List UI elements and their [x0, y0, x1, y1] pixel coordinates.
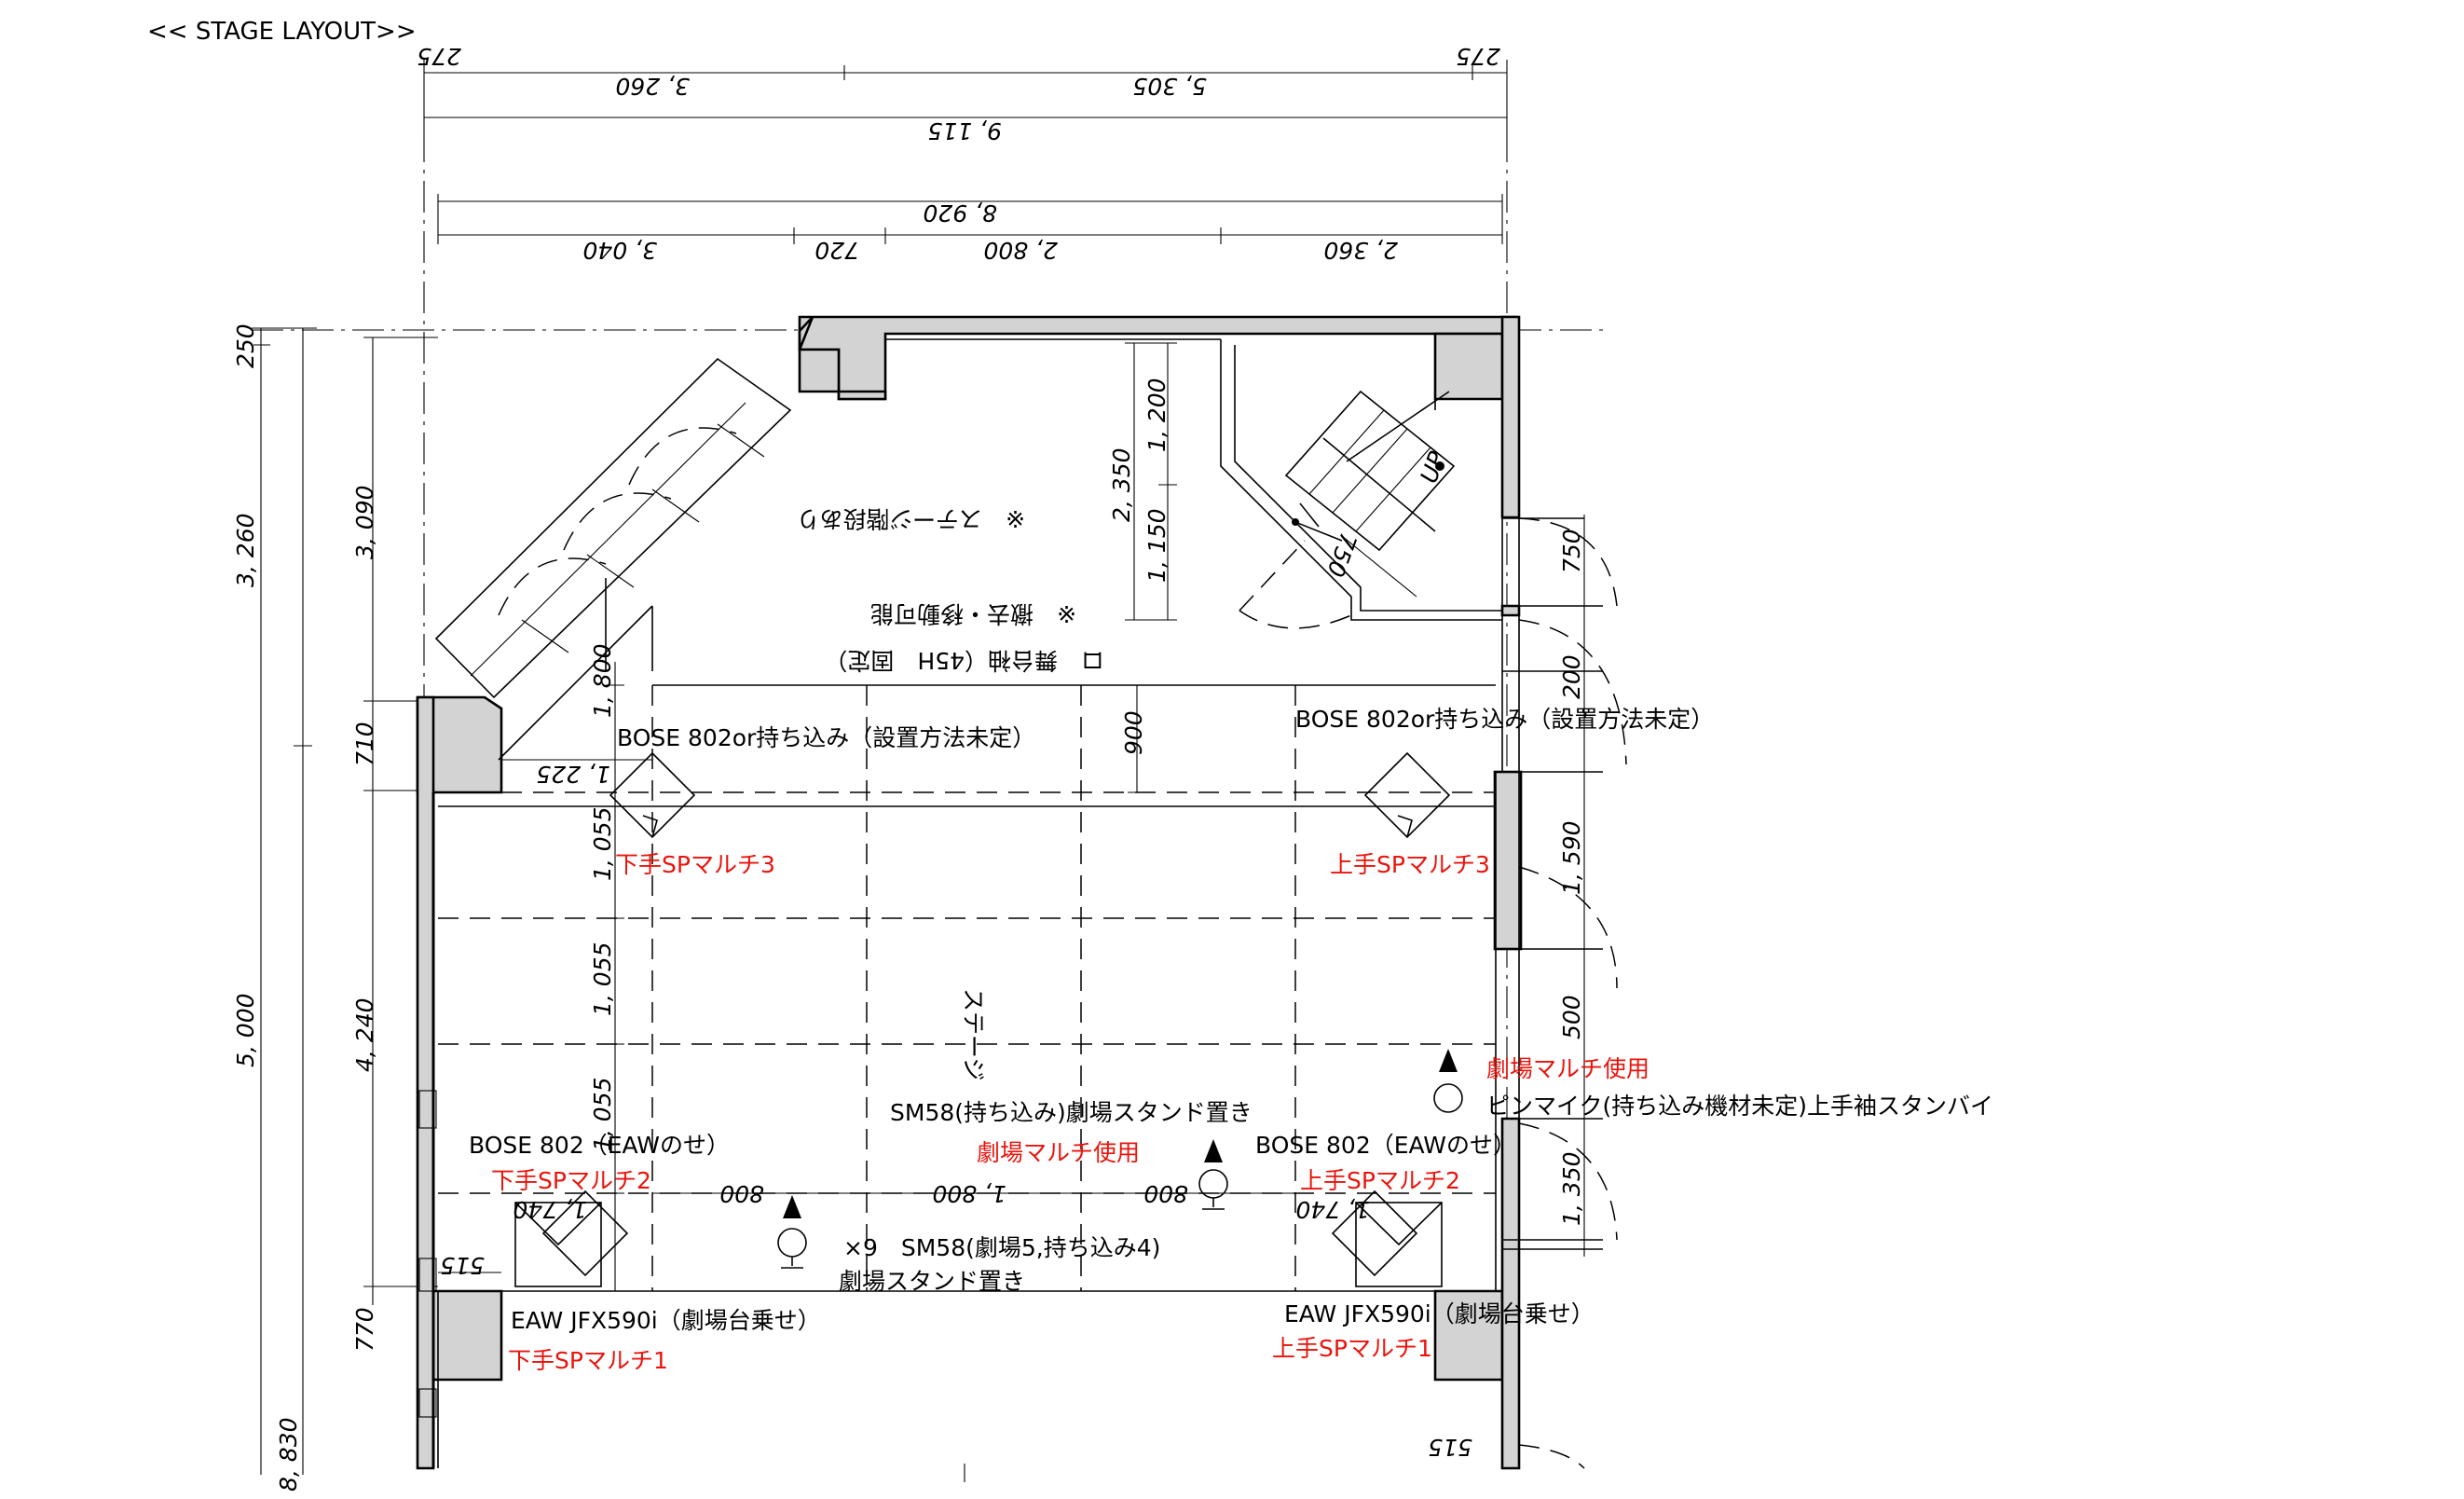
dim-stair-1150: 1, 150 [1143, 508, 1170, 583]
dim-in-1800: 1, 800 [589, 643, 616, 718]
stage-grid [438, 662, 1496, 1291]
dim-top-5305: 5, 305 [1132, 73, 1207, 100]
stage-notes: ※ ステージ階段あり ※ 撤去・移動可能 ロ 舞台袖（45H 固定） ステージ [797, 505, 1104, 1081]
dim-right-1590: 1, 590 [1558, 820, 1585, 895]
note-wing: ロ 舞台袖（45H 固定） [824, 647, 1104, 674]
dim-left-3090: 3, 090 [351, 485, 378, 559]
note-stage-stairs: ※ ステージ階段あり [797, 505, 1025, 532]
label-sm58-stand: 劇場スタンド置き [839, 1268, 1025, 1295]
label-sp-right-2: 上手SPマルチ2 [1300, 1167, 1460, 1194]
label-stage: ステージ [960, 988, 987, 1081]
dim-right-750: 750 [1558, 529, 1585, 573]
layout-title: << STAGE LAYOUT>> [147, 18, 417, 46]
dim-right-200: 200 [1558, 654, 1585, 699]
label-sm58-center: SM58(持ち込み)劇場スタンド置き [890, 1099, 1253, 1126]
dim-left-3260: 3, 260 [232, 513, 259, 587]
bottom-dimensions: 800 1, 800 800 1, 740 1, 740 515 515 [440, 1180, 1472, 1461]
dim-stair-1200: 1, 200 [1143, 378, 1170, 452]
dim-total-9115: 9, 115 [927, 117, 1002, 144]
diagonal-steps [434, 357, 792, 761]
stair-dimensions: 1, 200 2, 350 1, 150 [1108, 342, 1177, 621]
label-sm58-x9: ×9 SM58(劇場5,持ち込み4) [843, 1234, 1160, 1261]
label-sp-left-2: 下手SPマルチ2 [491, 1167, 651, 1194]
dim-seg-2800: 2, 800 [983, 237, 1058, 264]
speaker-bose-right-top [1363, 751, 1451, 839]
dim-seg-3040: 3, 040 [582, 237, 657, 264]
note-removable: ※ 撤去・移動可能 [870, 600, 1076, 627]
dim-in-1055c: 1, 055 [589, 1077, 616, 1151]
dim-left-770: 770 [351, 1307, 378, 1352]
dim-in-1225: 1, 225 [536, 761, 610, 788]
label-theatre-multi-right: 劇場マルチ使用 [1486, 1055, 1650, 1082]
dim-seg-2360: 2, 360 [1323, 237, 1398, 264]
dim-left-710: 710 [351, 722, 378, 766]
label-pin-mic: ピンマイク(持ち込み機材未定)上手袖スタンバイ [1486, 1093, 1993, 1120]
dim-top-3260: 3, 260 [615, 73, 690, 100]
left-dimensions: 250 3, 260 5, 000 8, 830 3, 090 710 4, 2… [232, 323, 438, 1492]
dim-bottom-800b: 800 [1143, 1180, 1188, 1207]
right-doors [1518, 515, 1627, 1469]
dim-left-250: 250 [232, 323, 259, 368]
dim-stair-2350: 2, 350 [1108, 447, 1135, 522]
label-sp-right-3: 上手SPマルチ3 [1330, 851, 1490, 878]
dim-right-515: 515 [1428, 1434, 1472, 1461]
dim-left-515: 515 [440, 1252, 485, 1279]
dim-bottom-1800: 1, 800 [932, 1180, 1006, 1207]
dim-in-900: 900 [1120, 710, 1147, 755]
dim-bottom-1740a: 1, 740 [513, 1196, 587, 1223]
dim-in-1055a: 1, 055 [589, 806, 616, 881]
dim-right-1350: 1, 350 [1558, 1151, 1585, 1226]
label-sp-left-1: 下手SPマルチ1 [508, 1347, 668, 1374]
dim-in-1055b: 1, 055 [589, 942, 616, 1016]
top-dimensions: 275 3, 260 5, 305 275 9, 115 8, 920 3, 0… [417, 43, 1508, 264]
label-bose-right-top: BOSE 802or持ち込み（設置方法未定） [1295, 706, 1714, 733]
label-bose-left-bottom: BOSE 802（EAWのせ） [469, 1132, 730, 1159]
dim-right-500: 500 [1558, 995, 1585, 1039]
walls [416, 315, 1523, 1470]
dim-left-8830: 8, 830 [275, 1417, 302, 1492]
dim-total-8920: 8, 920 [923, 199, 997, 227]
equipment-labels: BOSE 802or持ち込み（設置方法未定） 下手SPマルチ3 BOSE 802… [469, 706, 1993, 1374]
stair-up-label: UP [1415, 447, 1451, 487]
label-bose-right-bottom: BOSE 802（EAWのせ） [1255, 1132, 1516, 1159]
left-doors [418, 1090, 965, 1482]
dim-left-5000: 5, 000 [232, 993, 259, 1067]
dim-left-4240: 4, 240 [351, 997, 378, 1072]
label-sp-left-3: 下手SPマルチ3 [615, 851, 775, 878]
label-theatre-multi-center: 劇場マルチ使用 [977, 1139, 1140, 1166]
mic-sm58-center-icon [1198, 1139, 1228, 1210]
dim-top-left-275: 275 [417, 43, 461, 70]
mic-sm58-bottom-icon [777, 1195, 807, 1269]
dim-seg-720: 720 [814, 237, 859, 264]
label-bose-left-top: BOSE 802or持ち込み（設置方法未定） [617, 724, 1035, 751]
wall-lines [431, 517, 1520, 1468]
dim-bottom-800a: 800 [719, 1180, 764, 1207]
backstage-area [885, 338, 1603, 1250]
speaker-eaw-right [1331, 1190, 1443, 1287]
speaker-eaw-left [514, 1190, 629, 1287]
dim-top-right-275: 275 [1456, 43, 1500, 70]
dim-stair-750: 750 [1321, 529, 1362, 581]
mic-pin-icon [1433, 1049, 1463, 1113]
label-eaw-right: EAW JFX590i（劇場台乗せ） [1284, 1300, 1595, 1327]
label-eaw-left: EAW JFX590i（劇場台乗せ） [511, 1307, 821, 1334]
dim-bottom-1740b: 1, 740 [1295, 1196, 1370, 1223]
label-sp-right-1: 上手SPマルチ1 [1272, 1335, 1432, 1362]
speaker-bose-left-top [609, 751, 696, 839]
